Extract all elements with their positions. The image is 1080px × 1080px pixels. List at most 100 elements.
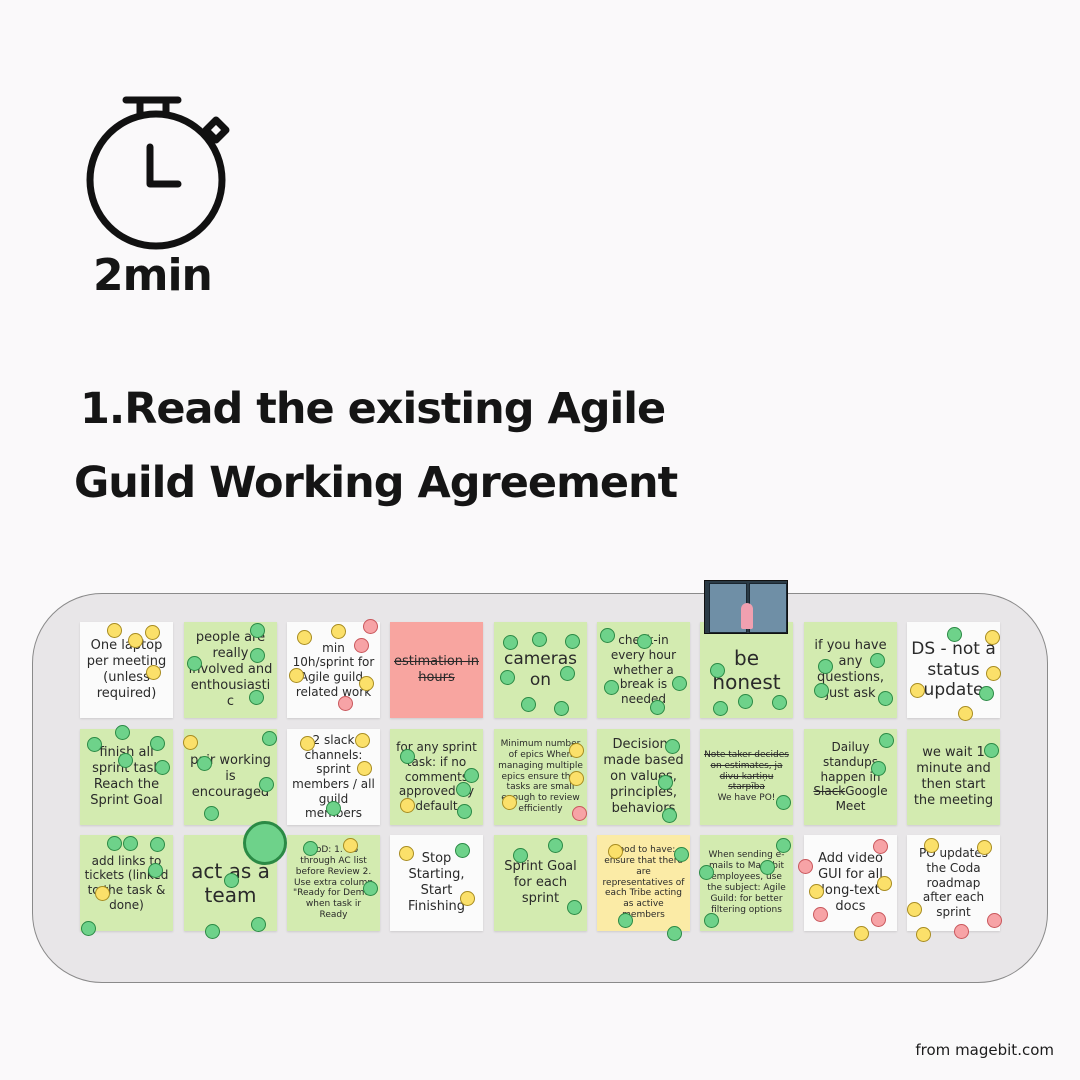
vote-dot-yellow[interactable]	[924, 838, 939, 853]
vote-dot-yellow[interactable]	[877, 876, 892, 891]
vote-dot-green[interactable]	[600, 628, 615, 643]
vote-dot-green[interactable]	[455, 843, 470, 858]
vote-dot-yellow[interactable]	[608, 844, 623, 859]
vote-dot-green[interactable]	[760, 860, 775, 875]
vote-dot-green[interactable]	[871, 761, 886, 776]
vote-dot-green[interactable]	[249, 690, 264, 705]
vote-dot-yellow[interactable]	[910, 683, 925, 698]
vote-dot-green[interactable]	[456, 782, 471, 797]
vote-dot-yellow[interactable]	[289, 668, 304, 683]
vote-dot-red[interactable]	[798, 859, 813, 874]
vote-dot-green[interactable]	[303, 841, 318, 856]
vote-dot-yellow[interactable]	[146, 665, 161, 680]
vote-dot-yellow[interactable]	[985, 630, 1000, 645]
vote-dot-green[interactable]	[560, 666, 575, 681]
sticky-note[interactable]: Sprint Goal for each sprint	[494, 835, 587, 931]
vote-dot-yellow[interactable]	[355, 733, 370, 748]
vote-dot-yellow[interactable]	[400, 798, 415, 813]
vote-dot-green[interactable]	[637, 634, 652, 649]
vote-dot-green[interactable]	[878, 691, 893, 706]
vote-dot-green[interactable]	[118, 753, 133, 768]
vote-dot-green[interactable]	[548, 838, 563, 853]
vote-dot-green[interactable]	[150, 837, 165, 852]
vote-dot-yellow[interactable]	[916, 927, 931, 942]
vote-dot-green[interactable]	[674, 847, 689, 862]
vote-dot-green[interactable]	[148, 863, 163, 878]
sticky-note[interactable]: estimation in hours	[390, 622, 483, 718]
vote-dot-green[interactable]	[667, 926, 682, 941]
vote-dot-green[interactable]	[618, 913, 633, 928]
vote-dot-yellow[interactable]	[986, 666, 1001, 681]
vote-dot-green[interactable]	[107, 836, 122, 851]
vote-dot-green[interactable]	[704, 913, 719, 928]
vote-dot-green[interactable]	[565, 634, 580, 649]
vote-dot-green[interactable]	[259, 777, 274, 792]
vote-dot-green[interactable]	[250, 623, 265, 638]
vote-dot-green[interactable]	[532, 632, 547, 647]
vote-dot-yellow[interactable]	[331, 624, 346, 639]
vote-dot-yellow[interactable]	[854, 926, 869, 941]
vote-dot-red[interactable]	[954, 924, 969, 939]
vote-dot-green[interactable]	[772, 695, 787, 710]
vote-dot-yellow[interactable]	[359, 676, 374, 691]
vote-dot-green[interactable]	[947, 627, 962, 642]
vote-dot-red[interactable]	[987, 913, 1002, 928]
vote-dot-yellow[interactable]	[95, 886, 110, 901]
vote-dot-green[interactable]	[554, 701, 569, 716]
vote-dot-yellow[interactable]	[300, 736, 315, 751]
vote-dot-red[interactable]	[873, 839, 888, 854]
vote-dot-green[interactable]	[123, 836, 138, 851]
vote-dot-green[interactable]	[251, 917, 266, 932]
vote-dot-green[interactable]	[650, 700, 665, 715]
vote-dot-yellow[interactable]	[460, 891, 475, 906]
vote-dot-green[interactable]	[984, 743, 999, 758]
vote-dot-green[interactable]	[710, 663, 725, 678]
vote-dot-green-large[interactable]	[243, 821, 287, 865]
vote-dot-green[interactable]	[81, 921, 96, 936]
vote-dot-red[interactable]	[572, 806, 587, 821]
vote-dot-yellow[interactable]	[907, 902, 922, 917]
vote-dot-green[interactable]	[814, 683, 829, 698]
vote-dot-green[interactable]	[457, 804, 472, 819]
vote-dot-green[interactable]	[326, 801, 341, 816]
vote-dot-green[interactable]	[187, 656, 202, 671]
vote-dot-green[interactable]	[503, 635, 518, 650]
vote-dot-green[interactable]	[197, 756, 212, 771]
vote-dot-green[interactable]	[776, 795, 791, 810]
vote-dot-green[interactable]	[699, 865, 714, 880]
vote-dot-green[interactable]	[658, 775, 673, 790]
vote-dot-green[interactable]	[879, 733, 894, 748]
vote-dot-green[interactable]	[567, 900, 582, 915]
vote-dot-green[interactable]	[150, 736, 165, 751]
vote-dot-green[interactable]	[776, 838, 791, 853]
vote-dot-yellow[interactable]	[502, 795, 517, 810]
vote-dot-green[interactable]	[738, 694, 753, 709]
vote-dot-yellow[interactable]	[569, 771, 584, 786]
vote-dot-yellow[interactable]	[107, 623, 122, 638]
vote-dot-yellow[interactable]	[128, 633, 143, 648]
vote-dot-yellow[interactable]	[399, 846, 414, 861]
vote-dot-green[interactable]	[363, 881, 378, 896]
vote-dot-red[interactable]	[354, 638, 369, 653]
vote-dot-green[interactable]	[224, 873, 239, 888]
vote-dot-red[interactable]	[813, 907, 828, 922]
sticky-note[interactable]: we wait 1 minute and then start the meet…	[907, 729, 1000, 825]
vote-dot-green[interactable]	[665, 739, 680, 754]
vote-dot-green[interactable]	[979, 686, 994, 701]
vote-dot-green[interactable]	[205, 924, 220, 939]
vote-dot-green[interactable]	[818, 659, 833, 674]
vote-dot-yellow[interactable]	[569, 743, 584, 758]
vote-dot-green[interactable]	[500, 670, 515, 685]
vote-dot-green[interactable]	[204, 806, 219, 821]
vote-dot-green[interactable]	[155, 760, 170, 775]
vote-dot-green[interactable]	[513, 848, 528, 863]
vote-dot-green[interactable]	[521, 697, 536, 712]
vote-dot-green[interactable]	[713, 701, 728, 716]
vote-dot-red[interactable]	[871, 912, 886, 927]
vote-dot-red[interactable]	[338, 696, 353, 711]
vote-dot-green[interactable]	[250, 648, 265, 663]
sticky-note[interactable]: people are really involved and enthousia…	[184, 622, 277, 718]
sticky-note[interactable]: One laptop per meeting (unless required)	[80, 622, 173, 718]
sticky-note[interactable]: Note taker decides on estimates, ja divu…	[700, 729, 793, 825]
vote-dot-green[interactable]	[400, 749, 415, 764]
